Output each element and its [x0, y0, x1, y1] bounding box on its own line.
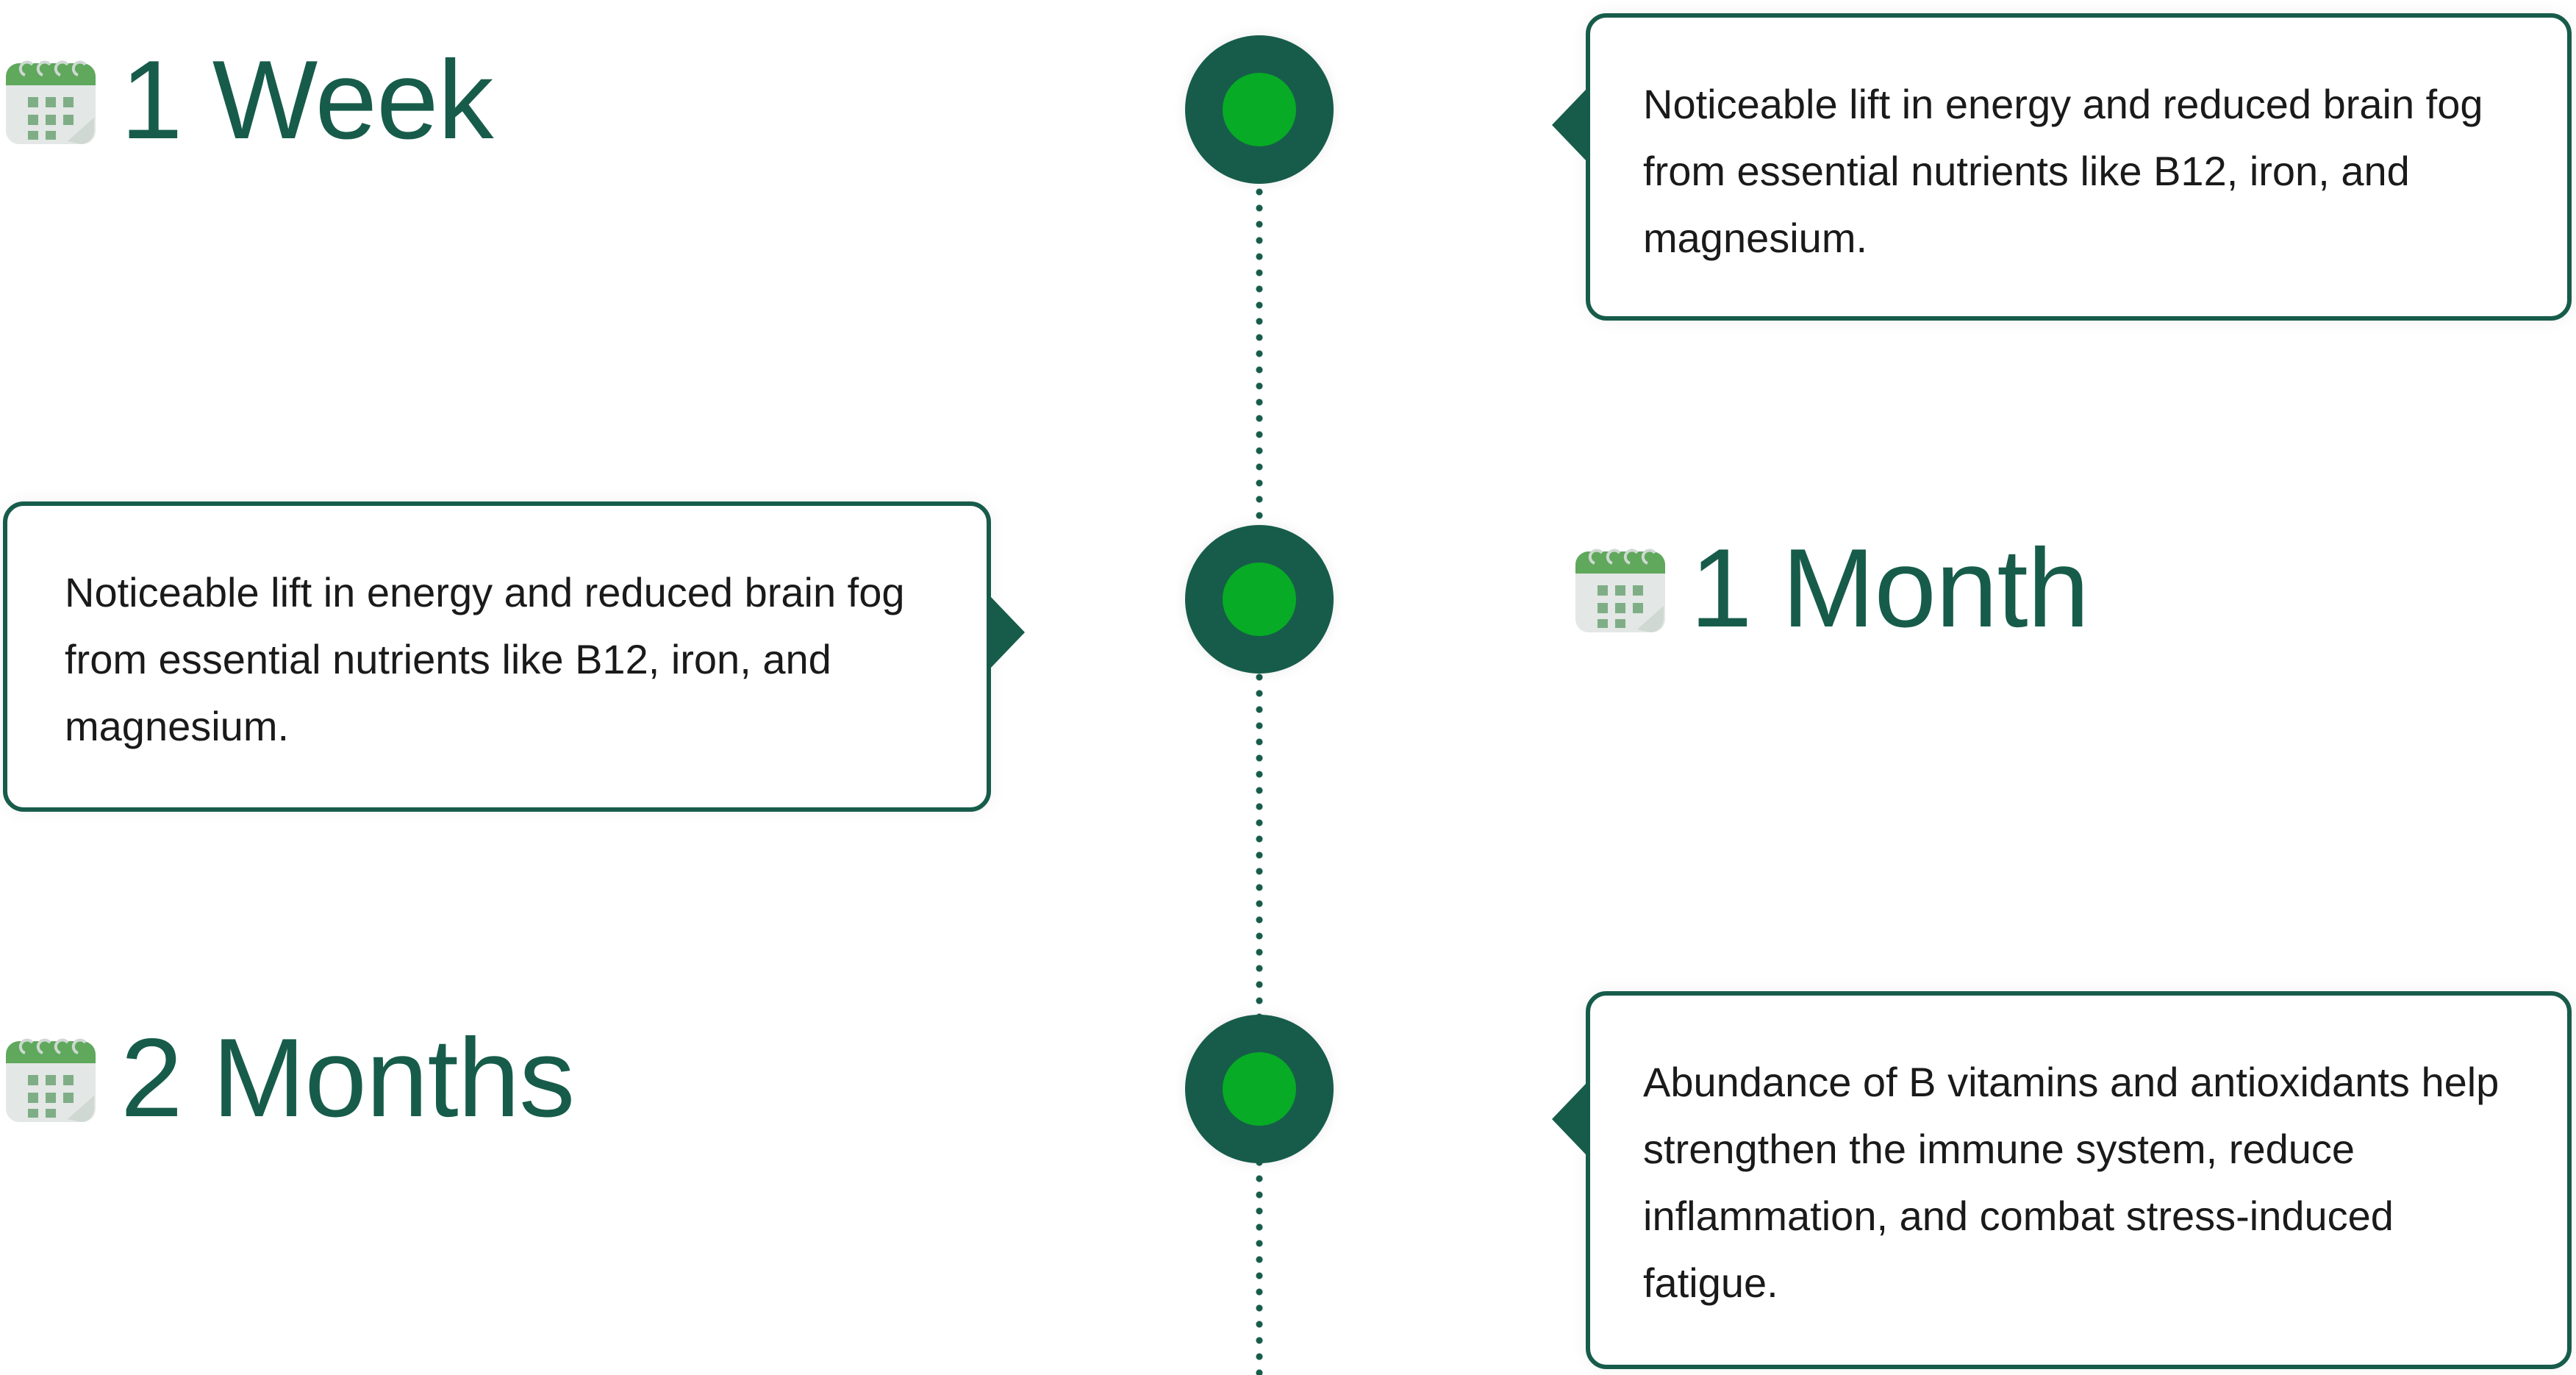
- calendar-icon: [3, 1031, 99, 1125]
- milestone-description-box-3: Abundance of B vitamins and antioxidants…: [1552, 991, 2572, 1369]
- pointer-arrow: [1552, 1084, 1586, 1154]
- timeline-node-center: [1223, 1052, 1296, 1126]
- milestone-description: Abundance of B vitamins and antioxidants…: [1643, 1059, 2500, 1306]
- pointer-arrow: [991, 597, 1025, 668]
- milestone-label: 1 Month: [1690, 526, 2089, 651]
- timeline-node-2: [1185, 525, 1334, 674]
- pointer-arrow: [1552, 90, 1586, 160]
- milestone-label: 2 Months: [121, 1015, 575, 1140]
- milestone-description-box-1: Noticeable lift in energy and reduced br…: [1552, 13, 2572, 321]
- timeline-node-1: [1185, 35, 1334, 184]
- milestone-description: Noticeable lift in energy and reduced br…: [65, 569, 905, 749]
- timeline-dotted-line: [1256, 184, 1263, 1375]
- calendar-icon: [1573, 541, 1668, 635]
- timeline-node-3: [1185, 1015, 1334, 1163]
- timeline-node-center: [1223, 73, 1296, 146]
- milestone-description: Noticeable lift in energy and reduced br…: [1643, 81, 2483, 261]
- milestone-heading-1: 1 Week: [3, 38, 494, 162]
- milestone-description-box-2: Noticeable lift in energy and reduced br…: [3, 501, 1025, 812]
- milestone-label: 1 Week: [121, 38, 494, 162]
- milestone-heading-3: 2 Months: [3, 1015, 575, 1140]
- milestone-heading-2: 1 Month: [1573, 532, 2089, 644]
- calendar-icon: [3, 53, 99, 147]
- timeline-node-center: [1223, 562, 1296, 636]
